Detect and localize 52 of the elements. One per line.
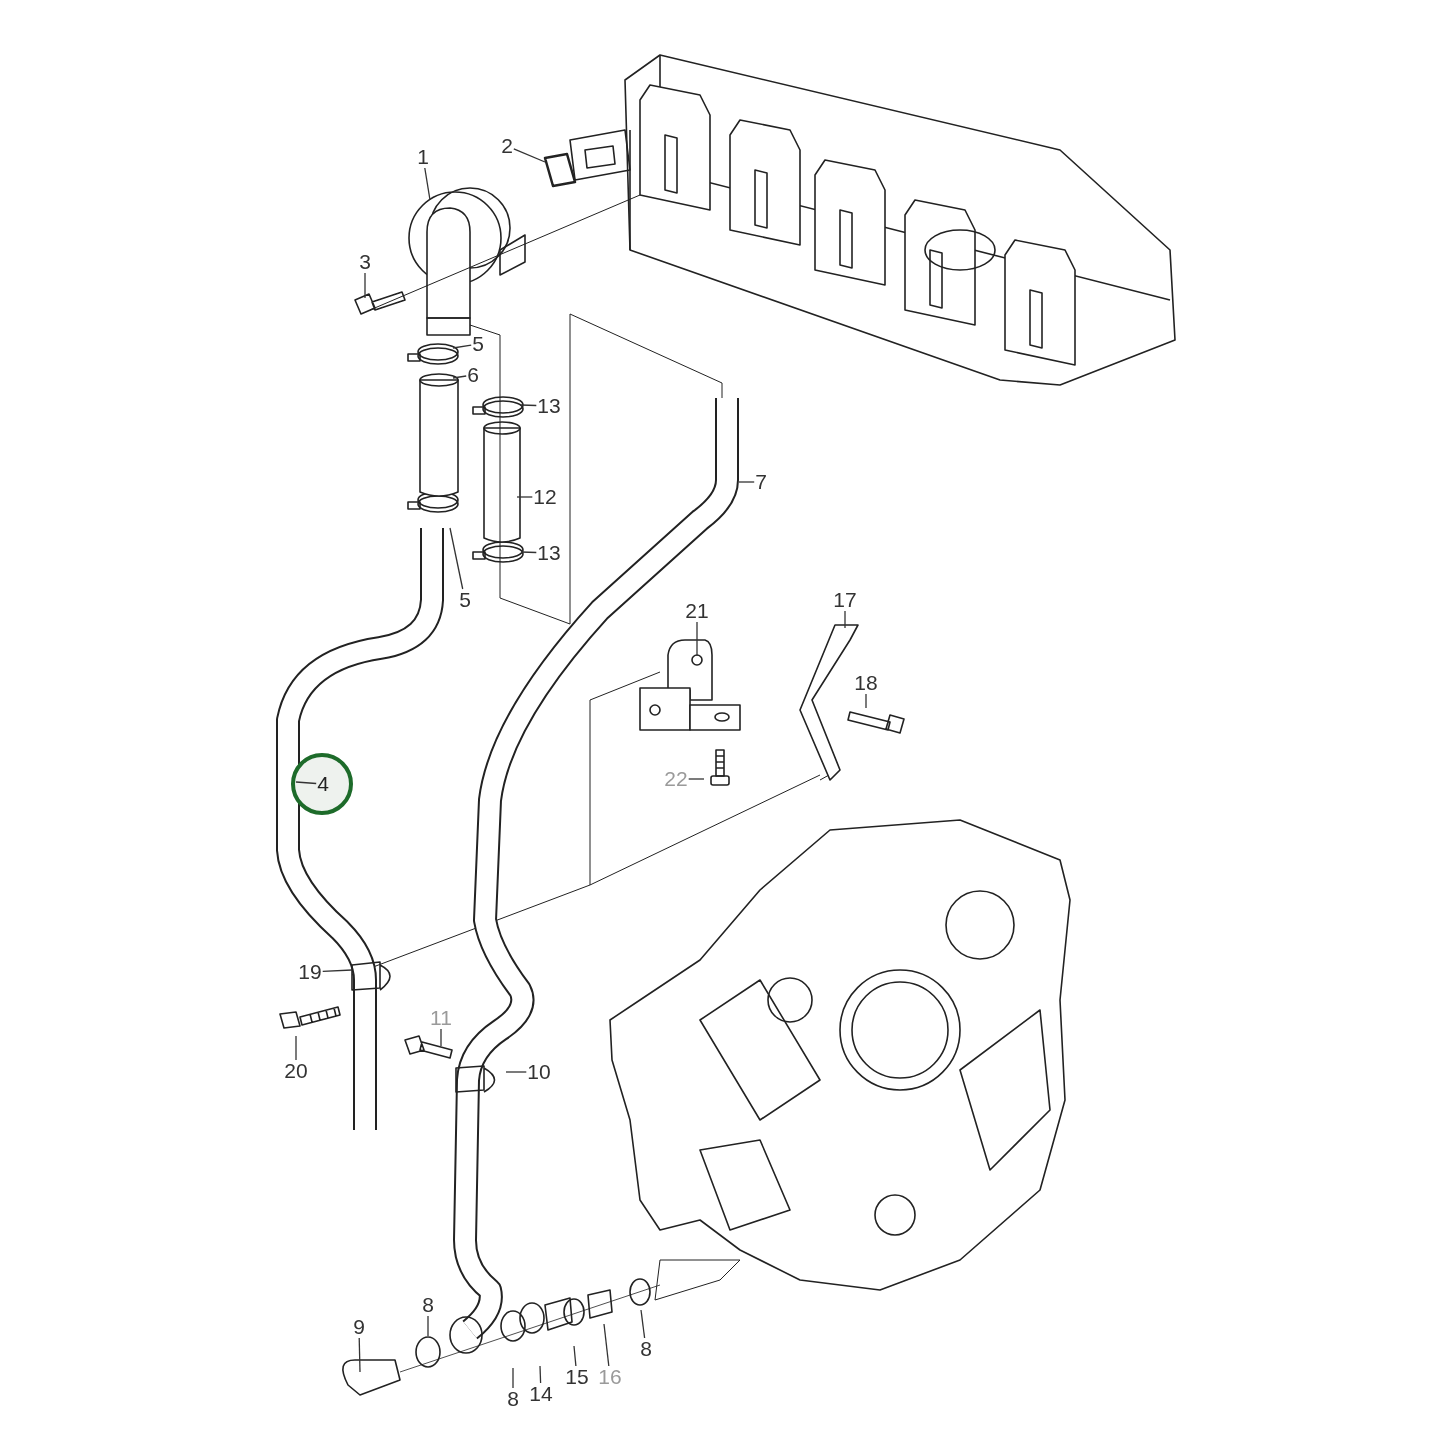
leader-line bbox=[424, 167, 431, 201]
leader-line bbox=[865, 693, 867, 709]
callout-number: 5 bbox=[458, 589, 472, 611]
leader-line bbox=[844, 610, 846, 629]
leader-line bbox=[440, 1028, 442, 1047]
callout-number: 13 bbox=[536, 395, 562, 417]
leader-line bbox=[640, 1309, 646, 1339]
callout-number: 11 bbox=[429, 1007, 453, 1029]
leader-line bbox=[696, 621, 698, 657]
leader-line bbox=[539, 1365, 542, 1384]
callout-number: 20 bbox=[283, 1060, 309, 1082]
callout-number: 18 bbox=[853, 672, 879, 694]
callout-number: 16 bbox=[597, 1366, 623, 1388]
leader-line bbox=[358, 1337, 361, 1373]
callout-number: 21 bbox=[684, 600, 710, 622]
leader-line bbox=[520, 551, 537, 554]
callout-number: 5 bbox=[471, 333, 485, 355]
callout-number: 12 bbox=[532, 486, 558, 508]
leader-line bbox=[512, 1367, 514, 1389]
leader-line bbox=[516, 496, 533, 498]
callout-number: 22 bbox=[663, 768, 689, 790]
leader-line bbox=[603, 1323, 610, 1367]
leader-line bbox=[688, 778, 705, 780]
leader-line bbox=[738, 481, 755, 483]
leader-line bbox=[573, 1345, 577, 1367]
leader-line bbox=[364, 272, 366, 299]
leader-line bbox=[295, 781, 317, 785]
callout-number: 6 bbox=[466, 364, 480, 386]
callout-number: 15 bbox=[564, 1366, 590, 1388]
callout-number: 7 bbox=[754, 471, 768, 493]
leader-line bbox=[513, 148, 546, 163]
leader-line bbox=[295, 1035, 297, 1061]
callout-number: 1 bbox=[416, 146, 430, 168]
callout-number: 17 bbox=[832, 589, 858, 611]
callout-number: 4 bbox=[316, 773, 330, 795]
leader-line bbox=[427, 1315, 429, 1337]
callout-number: 8 bbox=[639, 1338, 653, 1360]
callout-number: 3 bbox=[358, 251, 372, 273]
callout-number: 8 bbox=[421, 1294, 435, 1316]
callout-number: 9 bbox=[352, 1316, 366, 1338]
leader-line bbox=[322, 969, 353, 973]
leader-line bbox=[505, 1071, 527, 1073]
leader-line bbox=[520, 404, 537, 407]
callout-number: 13 bbox=[536, 542, 562, 564]
leader-line bbox=[452, 375, 467, 379]
callout-number: 8 bbox=[506, 1388, 520, 1410]
callout-number: 14 bbox=[528, 1383, 554, 1405]
callout-number: 10 bbox=[526, 1061, 552, 1083]
leader-line bbox=[449, 527, 464, 590]
callout-number: 19 bbox=[297, 961, 323, 983]
callout-number: 2 bbox=[500, 135, 514, 157]
leader-line bbox=[452, 344, 472, 349]
